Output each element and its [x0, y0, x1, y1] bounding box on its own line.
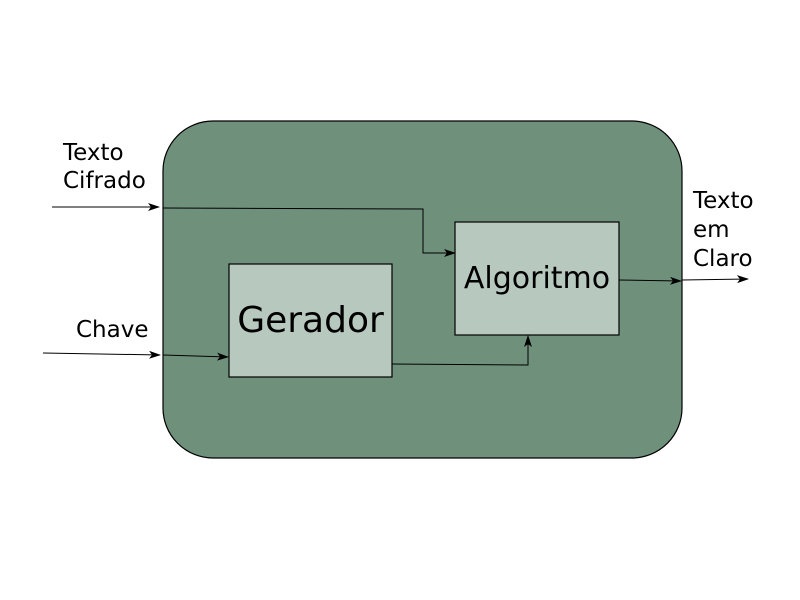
- algorithm-label: Algoritmo: [463, 261, 611, 296]
- key-label-text: Chave: [76, 317, 149, 343]
- generator-label: Gerador: [237, 300, 384, 341]
- plaintext-label-line2: em: [693, 217, 730, 243]
- ciphertext-input-label: Texto Cifrado: [63, 139, 146, 195]
- algorithm-block: [454, 221, 620, 336]
- ciphertext-label-line2: Cifrado: [63, 168, 146, 194]
- key-to-generator-connector: [162, 352, 229, 361]
- ciphertext-to-algorithm-connector: [162, 207, 456, 257]
- plaintext-label-line1: Texto: [693, 188, 754, 214]
- generator-block: [228, 263, 393, 378]
- plaintext-label-line3: Claro: [693, 246, 753, 272]
- algorithm-output-connector: [618, 276, 682, 285]
- plaintext-output-label: Texto em Claro: [693, 187, 754, 274]
- ciphertext-label-line1: Texto: [63, 140, 124, 166]
- generator-to-algorithm-connector: [391, 335, 532, 366]
- key-input-label: Chave: [76, 316, 149, 344]
- key-input-arrow: [42, 350, 161, 359]
- plaintext-output-arrow: [681, 275, 749, 284]
